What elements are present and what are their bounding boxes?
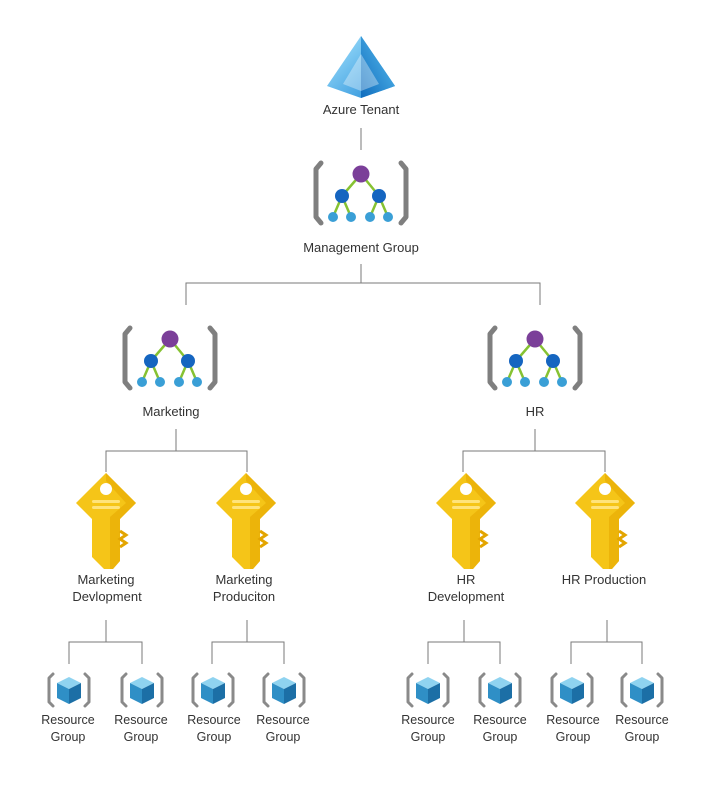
resource-group-icon [406, 672, 450, 708]
resource-group-label: Resource [41, 713, 95, 727]
resource-group-label: Resource [615, 713, 669, 727]
marketing-group-label: Marketing [142, 404, 199, 419]
hr-group-node: HR [487, 325, 583, 419]
connector-sub3-branch [427, 641, 501, 664]
resource-group-5: Resource Group [401, 672, 455, 744]
key-icon [76, 473, 136, 569]
resource-group-6: Resource Group [473, 672, 527, 744]
connector-marketing-branch [105, 450, 248, 472]
resource-group-icon [120, 672, 164, 708]
management-group-label: Management Group [303, 240, 419, 255]
connector-sub1-branch [68, 641, 143, 664]
subscription-marketing-development: Marketing Devlopment [72, 473, 142, 604]
subscription-hr-development: HR Development [428, 473, 505, 604]
marketing-group-node: Marketing [122, 325, 218, 419]
resource-group-label: Group [556, 730, 591, 744]
azure-triangle-icon [327, 36, 395, 98]
resource-group-label: Resource [114, 713, 168, 727]
subscription-marketing-production: Marketing Produciton [213, 473, 276, 604]
resource-group-label: Group [411, 730, 446, 744]
subscription-label: Marketing [77, 572, 134, 587]
connector-sub4-branch [570, 641, 643, 664]
hr-group-label: HR [526, 404, 545, 419]
subscription-hr-production: HR Production [562, 473, 647, 587]
subscription-label: Devlopment [72, 589, 142, 604]
connector-hr-branch [462, 450, 606, 472]
resource-group-2: Resource Group [114, 672, 168, 744]
key-icon [436, 473, 496, 569]
resource-group-3: Resource Group [187, 672, 241, 744]
resource-group-4: Resource Group [256, 672, 310, 744]
resource-group-icon [550, 672, 594, 708]
subscription-label: HR [457, 572, 476, 587]
resource-group-label: Group [266, 730, 301, 744]
resource-group-label: Group [625, 730, 660, 744]
key-icon [575, 473, 635, 569]
resource-group-icon [47, 672, 91, 708]
tenant-node: Azure Tenant [323, 36, 400, 117]
resource-group-icon [620, 672, 664, 708]
resource-group-label: Resource [401, 713, 455, 727]
subscription-label: HR Production [562, 572, 647, 587]
resource-group-icon [191, 672, 235, 708]
connector-sub2-branch [211, 641, 285, 664]
resource-group-7: Resource Group [546, 672, 600, 744]
subscription-label: Marketing [215, 572, 272, 587]
resource-group-label: Resource [473, 713, 527, 727]
connector-mgmt-branch [185, 282, 541, 305]
management-group-icon [487, 325, 583, 391]
resource-group-icon [262, 672, 306, 708]
management-group-icon [122, 325, 218, 391]
resource-group-label: Group [197, 730, 232, 744]
key-icon [216, 473, 276, 569]
resource-group-1: Resource Group [41, 672, 95, 744]
resource-group-icon [478, 672, 522, 708]
resource-group-label: Group [51, 730, 86, 744]
management-group-node: Management Group [303, 160, 419, 255]
resource-group-label: Resource [187, 713, 241, 727]
resource-group-label: Group [124, 730, 159, 744]
management-group-icon [313, 160, 409, 226]
resource-group-8: Resource Group [615, 672, 669, 744]
tenant-label: Azure Tenant [323, 102, 400, 117]
subscription-label: Development [428, 589, 505, 604]
connectors [68, 128, 643, 664]
subscription-label: Produciton [213, 589, 275, 604]
resource-group-label: Group [483, 730, 518, 744]
resource-group-label: Resource [546, 713, 600, 727]
resource-group-label: Resource [256, 713, 310, 727]
